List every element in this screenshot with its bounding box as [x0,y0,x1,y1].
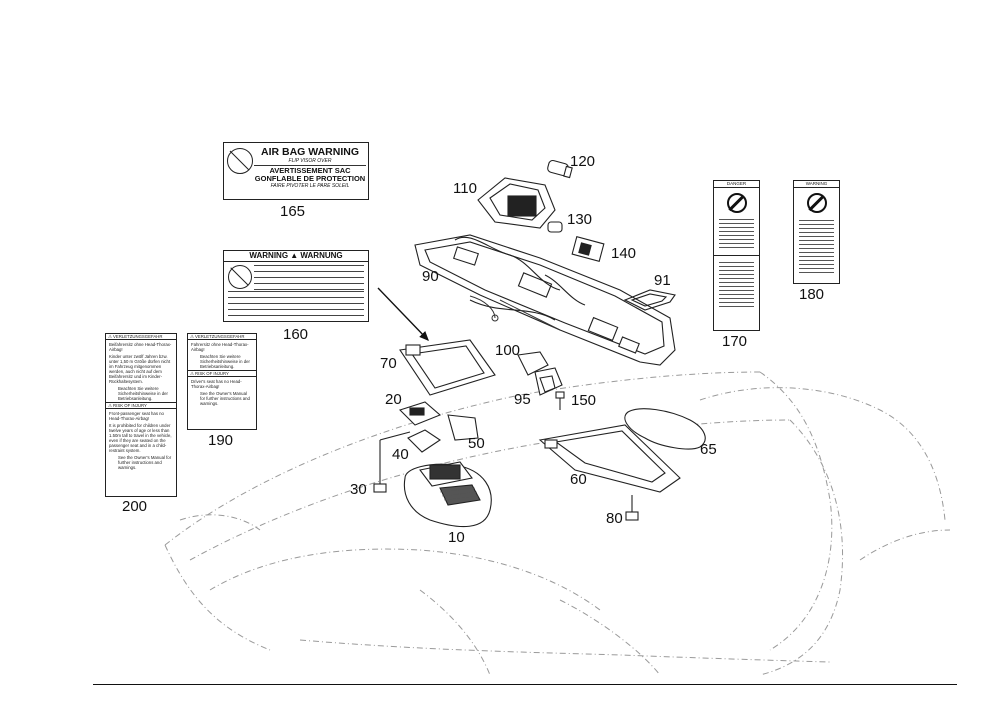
label190-header: ⚠ VERLETZUNGSGEFAHR [188,334,256,340]
gasket-part [623,289,676,311]
no-child-seat-icon [227,148,253,174]
small-bulb-part [547,221,563,233]
label165-title-fr2: GONFLABLE DE PROTECTION [254,174,366,183]
callout-165: 165 [280,203,306,220]
label200-line2: Kinder unter zwölf Jahren bzw. unter 1,5… [109,354,171,384]
callout-20: 20 [385,391,402,408]
wiring-harness [469,295,561,331]
callout-50: 50 [468,435,485,452]
callout-80: 80 [606,510,623,527]
callout-91: 91 [654,272,671,289]
sun-visor-frame [399,339,496,396]
console-housing [403,461,492,528]
label165-subtitle: FLIP VISOR OVER [288,158,332,164]
vanity-mirror-cover [624,408,706,450]
label190-line4: See the Owner's Manual for further instr… [200,391,250,406]
label190-line2: Beachten Sie weitere Sicherheitshinweise… [200,354,250,369]
bulb-part [547,159,573,179]
warning-warnung-label: WARNING ▲ WARNUNG [223,250,369,322]
screw-parts [373,465,639,521]
callout-140: 140 [611,245,637,262]
prohibition-icon [726,193,747,213]
label190-risk: ⚠ RISK OF INJURY [188,370,256,377]
label160-text-block-2 [228,291,364,321]
label200-line6: See the Owner's Manual for further instr… [118,455,172,470]
label190-line3: Driver's seat has no Head-Thorax-Airbag! [191,379,242,389]
no-child-seat-icon [228,265,252,289]
callout-60: 60 [570,471,587,488]
page-bottom-rule [93,684,957,685]
label200-line5: It is prohibited for children under twel… [109,423,172,453]
callout-180: 180 [799,286,825,303]
switch-part [571,236,605,262]
callout-190: 190 [208,432,234,449]
callout-90: 90 [422,268,439,285]
danger-sticker-label: DANGER [713,180,760,331]
label200-header: ⚠ VERLETZUNGSGEFAHR [106,334,176,340]
callout-10: 10 [448,529,465,546]
lamp-housing [477,177,556,229]
warning-sticker-label: WARNING [793,180,840,284]
pointer-arrow [377,287,429,342]
callout-130: 130 [567,211,593,228]
driver-seat-injury-label: ⚠ VERLETZUNGSGEFAHR Fahrersitz ohne Head… [187,333,257,430]
label165-title: AIR BAG WARNING [261,146,359,158]
mounting-brackets [379,401,479,465]
callout-160: 160 [283,326,309,343]
callout-40: 40 [392,446,409,463]
label190-line1: Fahrersitz ohne Head-Thorax-Airbag! [191,342,249,352]
callout-95: 95 [514,391,531,408]
label180-header: WARNING [794,181,839,188]
callout-30: 30 [350,481,367,498]
label165-title-fr: AVERTISSEMENT SAC [269,166,351,175]
callout-200: 200 [122,498,148,515]
label200-risk: ⚠ RISK OF INJURY [106,402,176,409]
callout-110: 110 [453,180,477,197]
passenger-seat-injury-label: ⚠ VERLETZUNGSGEFAHR Beifahrersitz ohne H… [105,333,177,497]
label200-line4: Front-passenger seat has no Head-Thorax-… [109,411,164,421]
clip-parts [517,351,565,410]
label170-header: DANGER [714,181,759,188]
car-body-outline [164,371,951,676]
label160-text-block [254,265,364,295]
callout-120: 120 [570,153,596,170]
label160-header: WARNING ▲ WARNUNG [224,251,368,262]
callout-170: 170 [722,333,748,350]
callout-65: 65 [700,441,717,458]
hatching [439,487,479,501]
label165-subtitle-fr: FAIRE PIVOTER LE PARE SOLEIL [270,183,350,189]
callout-150: 150 [571,392,597,409]
label200-line1: Beifahrersitz ohne Head-Thorax-Airbag! [109,342,172,352]
callout-70: 70 [380,355,397,372]
label200-line3: Beachten Sie weitere Sicherheitshinweise… [118,386,168,401]
airbag-warning-label: AIR BAG WARNING FLIP VISOR OVER AVERTISS… [223,142,369,200]
prohibition-icon [806,193,827,213]
callout-100: 100 [495,342,521,359]
sun-visor-panel [538,424,681,493]
overhead-console-panel [414,234,676,366]
